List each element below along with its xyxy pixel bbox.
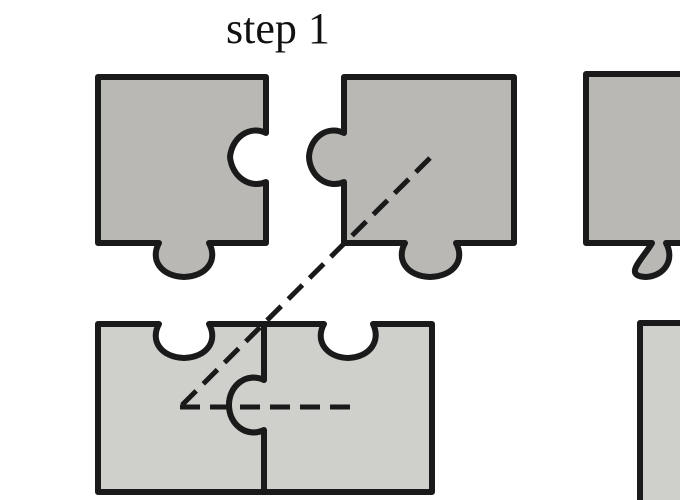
- step-title: step 1: [226, 4, 330, 53]
- right-edge-bottom-piece: [637, 320, 680, 500]
- top-left-piece: [95, 74, 269, 280]
- right-edge-top-piece: [583, 71, 680, 280]
